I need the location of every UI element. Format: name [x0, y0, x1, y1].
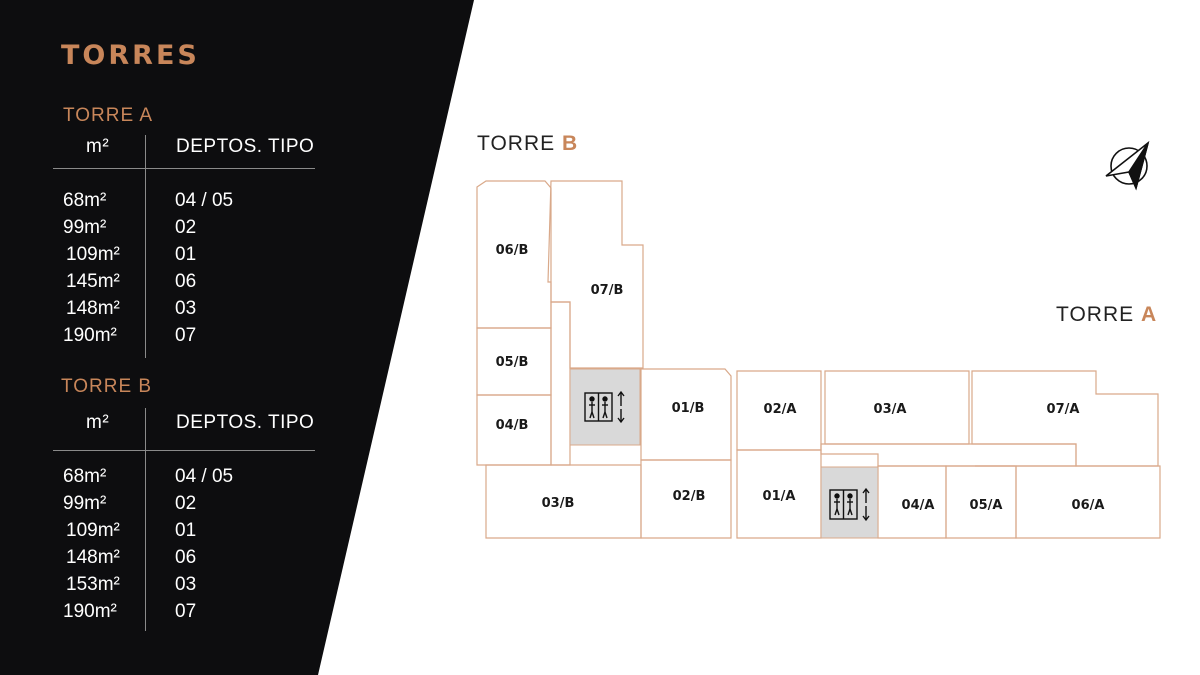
table-a-col-type: DEPTOS. TIPO: [176, 136, 315, 157]
room-02-b: [640, 459, 732, 539]
unit-label-03b: 03/B: [542, 496, 575, 511]
corridor-b: [550, 301, 571, 466]
unit-label-04a: 04/A: [902, 498, 935, 513]
unit-label-04b: 04/B: [496, 418, 529, 433]
room-07-b: [547, 180, 644, 369]
unit-label-07b: 07/B: [591, 283, 624, 298]
table-cell: 68m²: [63, 466, 107, 487]
unit-label-02a: 02/A: [764, 402, 797, 417]
tower-a-label-letter: A: [1140, 303, 1158, 326]
table-cell: 04 / 05: [175, 190, 234, 211]
room-07-a: [971, 370, 1159, 467]
table-cell: 190m²: [63, 601, 117, 622]
table-cell: 190m²: [63, 325, 117, 346]
table-a-col-area: m²: [86, 136, 110, 157]
table-cell: 01: [175, 244, 197, 265]
table-cell: 07: [175, 601, 197, 622]
table-cell: 109m²: [66, 244, 120, 265]
table-cell: 06: [175, 271, 197, 292]
page-heading: TORRES: [61, 40, 200, 71]
table-cell: 148m²: [66, 547, 120, 568]
elevator-icon: [829, 487, 870, 522]
room-01-b: [640, 368, 732, 461]
table-cell: 04 / 05: [175, 466, 234, 487]
table-cell: 99m²: [63, 217, 107, 238]
table-b-header-rule: [53, 450, 315, 451]
tower-a-label: TORRE A: [1056, 303, 1157, 327]
table-cell: 02: [175, 493, 197, 514]
table-b-col-area: m²: [86, 412, 110, 433]
table-cell: 01: [175, 520, 197, 541]
tower-b-label-prefix: TORRE: [477, 132, 556, 155]
table-cell: 06: [175, 547, 197, 568]
table-cell: 148m²: [66, 298, 120, 319]
table-cell: 99m²: [63, 493, 107, 514]
unit-label-02b: 02/B: [673, 489, 706, 504]
tower-b-label: TORRE B: [477, 132, 578, 156]
unit-label-01b: 01/B: [672, 401, 705, 416]
tower-a-label-prefix: TORRE: [1056, 303, 1135, 326]
table-b-col-type: DEPTOS. TIPO: [176, 412, 315, 433]
table-cell: 03: [175, 574, 197, 595]
table-cell: 02: [175, 217, 197, 238]
table-a-header-rule: [53, 168, 315, 169]
table-a-divider: [145, 135, 146, 358]
table-cell: 109m²: [66, 520, 120, 541]
table-cell: 68m²: [63, 190, 107, 211]
table-cell: 153m²: [66, 574, 120, 595]
unit-label-06a: 06/A: [1072, 498, 1105, 513]
unit-label-03a: 03/A: [874, 402, 907, 417]
table-cell: 145m²: [66, 271, 120, 292]
room-06-a: [1015, 465, 1161, 539]
tower-b-label-letter: B: [561, 132, 579, 155]
unit-label-05a: 05/A: [970, 498, 1003, 513]
elevator-icon: [584, 390, 625, 424]
corridor-a: [820, 443, 1077, 467]
table-cell: 07: [175, 325, 197, 346]
compass-icon: [1105, 140, 1150, 191]
table-b-title: TORRE B: [61, 376, 153, 397]
unit-label-05b: 05/B: [496, 355, 529, 370]
unit-label-06b: 06/B: [496, 243, 529, 258]
unit-label-07a: 07/A: [1047, 402, 1080, 417]
table-a-title: TORRE A: [63, 105, 154, 126]
table-cell: 03: [175, 298, 197, 319]
unit-label-01a: 01/A: [763, 489, 796, 504]
table-b-divider: [145, 408, 146, 631]
